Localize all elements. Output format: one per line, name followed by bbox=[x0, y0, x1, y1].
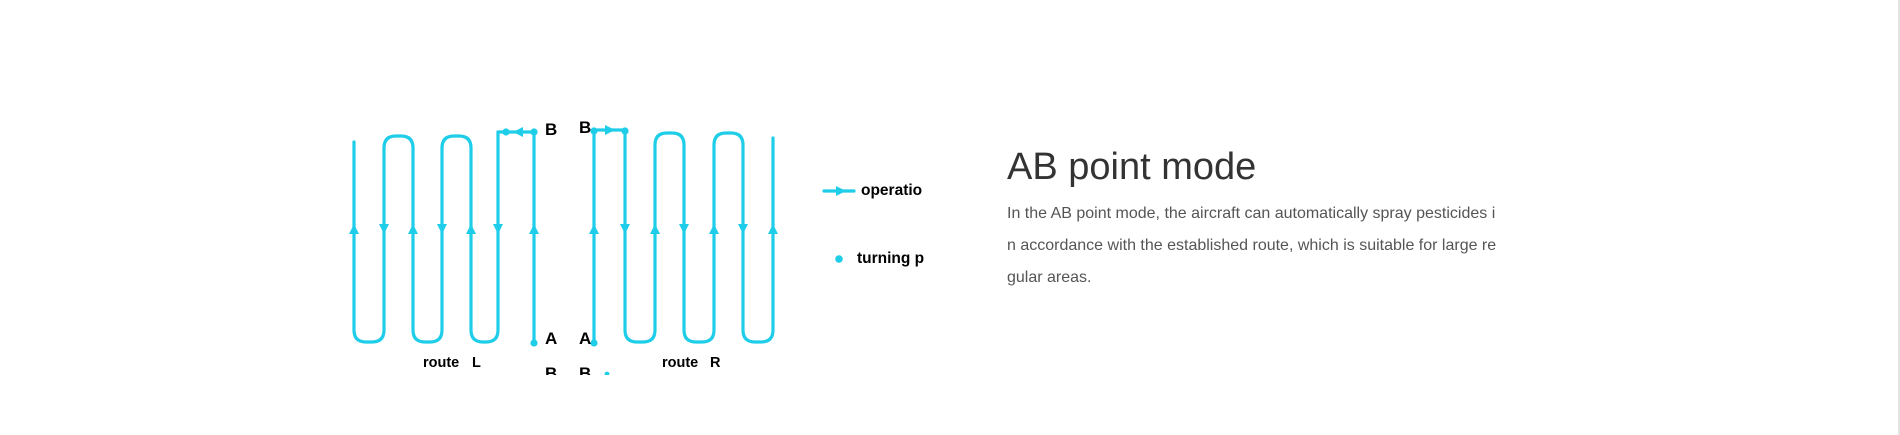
route-l-direction-arrows bbox=[349, 127, 539, 234]
legend-turning-label: turning p bbox=[857, 250, 924, 267]
route-l-clipped-b-label: B bbox=[545, 364, 557, 375]
ab-route-diagram-svg: B A B A B B route L route R bbox=[349, 118, 924, 375]
route-r-clipped-b-label: B bbox=[579, 364, 591, 375]
route-r-point-b-label: B bbox=[579, 118, 591, 137]
legend: operatio turning p bbox=[822, 182, 924, 267]
operation-arrow-up bbox=[529, 224, 539, 234]
operation-arrow-down bbox=[437, 224, 447, 234]
scrollbar-track[interactable] bbox=[1898, 0, 1900, 435]
mode-description: In the AB point mode, the aircraft can a… bbox=[1007, 205, 1497, 286]
operation-arrow-down bbox=[679, 224, 689, 234]
operation-arrow-down bbox=[738, 224, 748, 234]
operation-arrow-left bbox=[513, 127, 523, 137]
legend-turning-point-dot-icon bbox=[835, 255, 843, 263]
route-r-path bbox=[623, 128, 775, 344]
route-l-turning-point-b-2 bbox=[530, 128, 538, 136]
route-l-point-a bbox=[530, 339, 538, 347]
operation-arrow-down bbox=[379, 224, 389, 234]
route-l-turning-point-b-1 bbox=[502, 128, 510, 136]
route-l-caption-side: L bbox=[472, 355, 481, 371]
operation-arrow-right bbox=[605, 125, 615, 135]
route-r-point-a-label: A bbox=[579, 329, 591, 348]
route-r-clipped-dot bbox=[604, 371, 610, 375]
operation-arrow-up bbox=[349, 224, 359, 234]
operation-arrow-down bbox=[493, 224, 503, 234]
legend-operation-label: operatio bbox=[861, 182, 922, 199]
operation-arrow-down bbox=[620, 224, 630, 234]
operation-arrow-up bbox=[709, 224, 719, 234]
legend-operation-arrow-icon bbox=[836, 186, 846, 196]
route-l-top-link bbox=[496, 130, 536, 344]
operation-arrow-up bbox=[466, 224, 476, 234]
operation-arrow-up bbox=[589, 224, 599, 234]
operation-arrow-up bbox=[768, 224, 778, 234]
route-l-point-b-label: B bbox=[545, 120, 557, 139]
route-r-turning-point-b-2 bbox=[621, 127, 629, 135]
route-r-caption-prefix: route bbox=[662, 355, 698, 371]
operation-arrow-up bbox=[408, 224, 418, 234]
mode-description-panel: AB point mode In the AB point mode, the … bbox=[1007, 143, 1499, 294]
route-r-start-leg bbox=[592, 128, 627, 344]
operation-arrow-up bbox=[650, 224, 660, 234]
route-l-path bbox=[352, 130, 500, 344]
route-r-direction-arrows bbox=[589, 125, 778, 234]
route-r-point-a bbox=[590, 339, 598, 347]
route-r-caption-side: R bbox=[710, 355, 721, 371]
route-r-turning-point-b-1 bbox=[590, 127, 598, 135]
mode-title: AB point mode bbox=[1007, 146, 1257, 188]
route-l-caption-prefix: route bbox=[423, 355, 459, 371]
route-l-point-a-label: A bbox=[545, 329, 557, 348]
ab-route-diagram: B A B A B B route L route R bbox=[340, 110, 925, 375]
